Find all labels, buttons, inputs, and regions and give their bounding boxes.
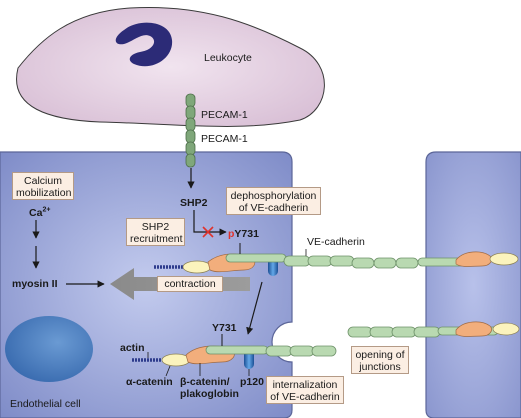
- endothelial-nucleus: [5, 316, 93, 382]
- calcium-line2: mobilization: [16, 187, 72, 199]
- alpha-catenin-right-upper: [489, 252, 519, 266]
- ve-cadherin-upper-chain: [225, 253, 479, 269]
- actin-label: actin: [120, 342, 145, 354]
- myosin-ii-label: myosin II: [12, 278, 58, 290]
- opening-line2: junctions: [359, 361, 401, 373]
- alpha-catenin-leader: [165, 365, 171, 377]
- alpha-catenin-upper: [182, 260, 212, 274]
- internalization-box: internalization of VE-cadherin: [266, 376, 344, 404]
- pecam-1-top-label: PECAM-1: [201, 109, 248, 121]
- arrow-shp2-to-py731: [193, 210, 227, 236]
- pecam-1-bottom-label: PECAM-1: [201, 133, 248, 145]
- leukocyte-cell: [16, 6, 325, 127]
- endothelial-cell-label: Endothelial cell: [10, 398, 81, 410]
- alpha-catenin-right-lower: [492, 322, 520, 336]
- shp2-label: SHP2: [180, 197, 208, 209]
- beta-catenin-right-upper: [455, 251, 492, 267]
- recruit-line2: recruitment: [130, 233, 183, 245]
- alpha-catenin-label: α-catenin: [126, 376, 173, 388]
- pecam-1-leukocyte: [185, 93, 196, 132]
- opening-line1: opening of: [355, 349, 405, 361]
- p120-label: p120: [240, 376, 264, 388]
- dephos-line1: dephosphorylation: [230, 190, 317, 202]
- ve-cadherin-label: VE-cadherin: [307, 236, 365, 248]
- contraction-label: contraction: [164, 278, 216, 290]
- contraction-box: contraction: [157, 276, 223, 292]
- shp2-recruitment-box: SHP2 recruitment: [126, 218, 185, 246]
- beta-catenin-label: β-catenin/ plakoglobin: [180, 376, 239, 400]
- y731-label: Y731: [212, 322, 237, 334]
- ve-cadherin-lower-chain: [205, 345, 337, 357]
- internalization-line2: of VE-cadherin: [270, 391, 340, 403]
- opening-of-junctions-box: opening of junctions: [351, 346, 409, 374]
- py731-label: pY731: [228, 228, 259, 240]
- calcium-line1: Calcium: [24, 175, 62, 187]
- calcium-mobilization-box: Calcium mobilization: [12, 172, 74, 200]
- recruit-line1: SHP2: [141, 221, 170, 233]
- pecam-1-endothelial: [185, 129, 196, 168]
- arrow-to-internalization: [246, 281, 263, 335]
- dephos-line2: of VE-cadherin: [238, 202, 309, 214]
- beta-catenin-right-lower: [455, 321, 492, 337]
- internalization-line1: internalization: [272, 379, 338, 391]
- endothelial-cell-right: [425, 151, 521, 418]
- dephosphorylation-box: dephosphorylation of VE-cadherin: [226, 187, 321, 215]
- inhibition-cross: [202, 226, 214, 238]
- calcium-ion-label: Ca2+: [29, 206, 51, 220]
- leukocyte-nucleus: [115, 22, 173, 67]
- alpha-catenin-lower: [161, 353, 191, 367]
- leukocyte-label: Leukocyte: [204, 52, 252, 64]
